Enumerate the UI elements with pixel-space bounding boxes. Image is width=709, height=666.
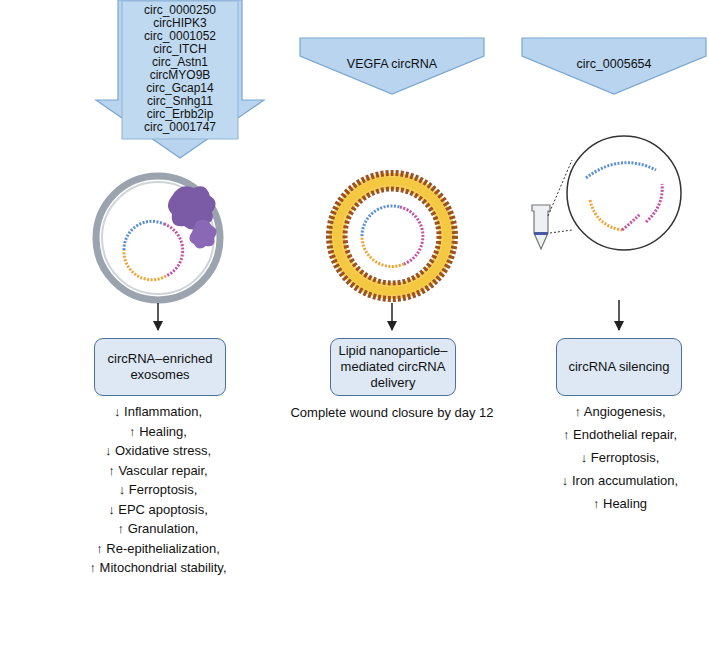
text-group: VEGFA circRNA	[300, 57, 484, 72]
node-label: Lipid nanoparticle–mediated circRNA deli…	[337, 343, 449, 391]
circrna-name: circ_Gcap14	[122, 82, 238, 95]
effect-item: ↑ Healing	[510, 496, 709, 512]
text-group: circ_0000250circHIPK3circ_0001052circ_IT…	[122, 4, 238, 134]
node-label: VEGFA circRNA	[300, 57, 484, 72]
circrna-name: circ_0001052	[122, 30, 238, 43]
circrna-name: circ_Snhg11	[122, 95, 238, 108]
circrna-name: circMYO9B	[122, 69, 238, 82]
effect-item: ↓ EPC apoptosis,	[48, 502, 268, 518]
input-arrow: VEGFA circRNA	[300, 38, 484, 94]
effect-item: ↓ Ferroptosis,	[48, 482, 268, 498]
circrna-name: circ_ITCH	[122, 43, 238, 56]
effect-item: ↑ Vascular repair,	[48, 463, 268, 479]
strategy-box: Lipid nanoparticle–mediated circRNA deli…	[330, 338, 456, 396]
effect-item: ↓ Ferroptosis,	[510, 450, 709, 466]
outcome-note: Complete wound closure by day 12	[282, 405, 502, 421]
effect-item: ↑ Endothelial repair,	[510, 427, 709, 443]
strategy-box: circRNA silencing	[556, 338, 682, 396]
circrna-name: circ_0001747	[122, 121, 238, 134]
node-label: circ_0005654	[522, 57, 706, 72]
effect-item: ↑ Re-epithelialization,	[48, 541, 268, 557]
circrna-name: circ_0000250	[122, 4, 238, 17]
silencing-illustration	[532, 136, 681, 250]
down-arrow	[618, 300, 620, 330]
lipid-nanoparticle-illustration	[329, 173, 455, 299]
effect-item: ↑ Granulation,	[48, 521, 268, 537]
effect-item: ↑ Angiogenesis,	[510, 404, 709, 420]
down-arrow	[157, 303, 159, 330]
effect-item: ↓ Inflammation,	[48, 404, 268, 420]
circrna-name: circ_Astn1	[122, 56, 238, 69]
exosome-illustration	[96, 176, 220, 300]
node-label: circRNA–enriched exosomes	[101, 351, 219, 383]
circrna-name: circHIPK3	[122, 17, 238, 30]
circrna-name: circ_Erbb2ip	[122, 108, 238, 121]
node-label: circRNA silencing	[568, 359, 669, 375]
effect-item: ↑ Healing,	[48, 424, 268, 440]
down-arrow	[391, 303, 393, 330]
input-arrow: circ_0005654	[522, 38, 706, 94]
strategy-box: circRNA–enriched exosomes	[94, 338, 226, 396]
effect-item: ↓ Oxidative stress,	[48, 443, 268, 459]
effect-item: ↑ Mitochondrial stability,	[48, 560, 268, 576]
input-arrow: circ_0000250circHIPK3circ_0001052circ_IT…	[96, 0, 264, 158]
text-group: circ_0005654	[522, 57, 706, 72]
effect-item: ↓ Iron accumulation,	[510, 473, 709, 489]
